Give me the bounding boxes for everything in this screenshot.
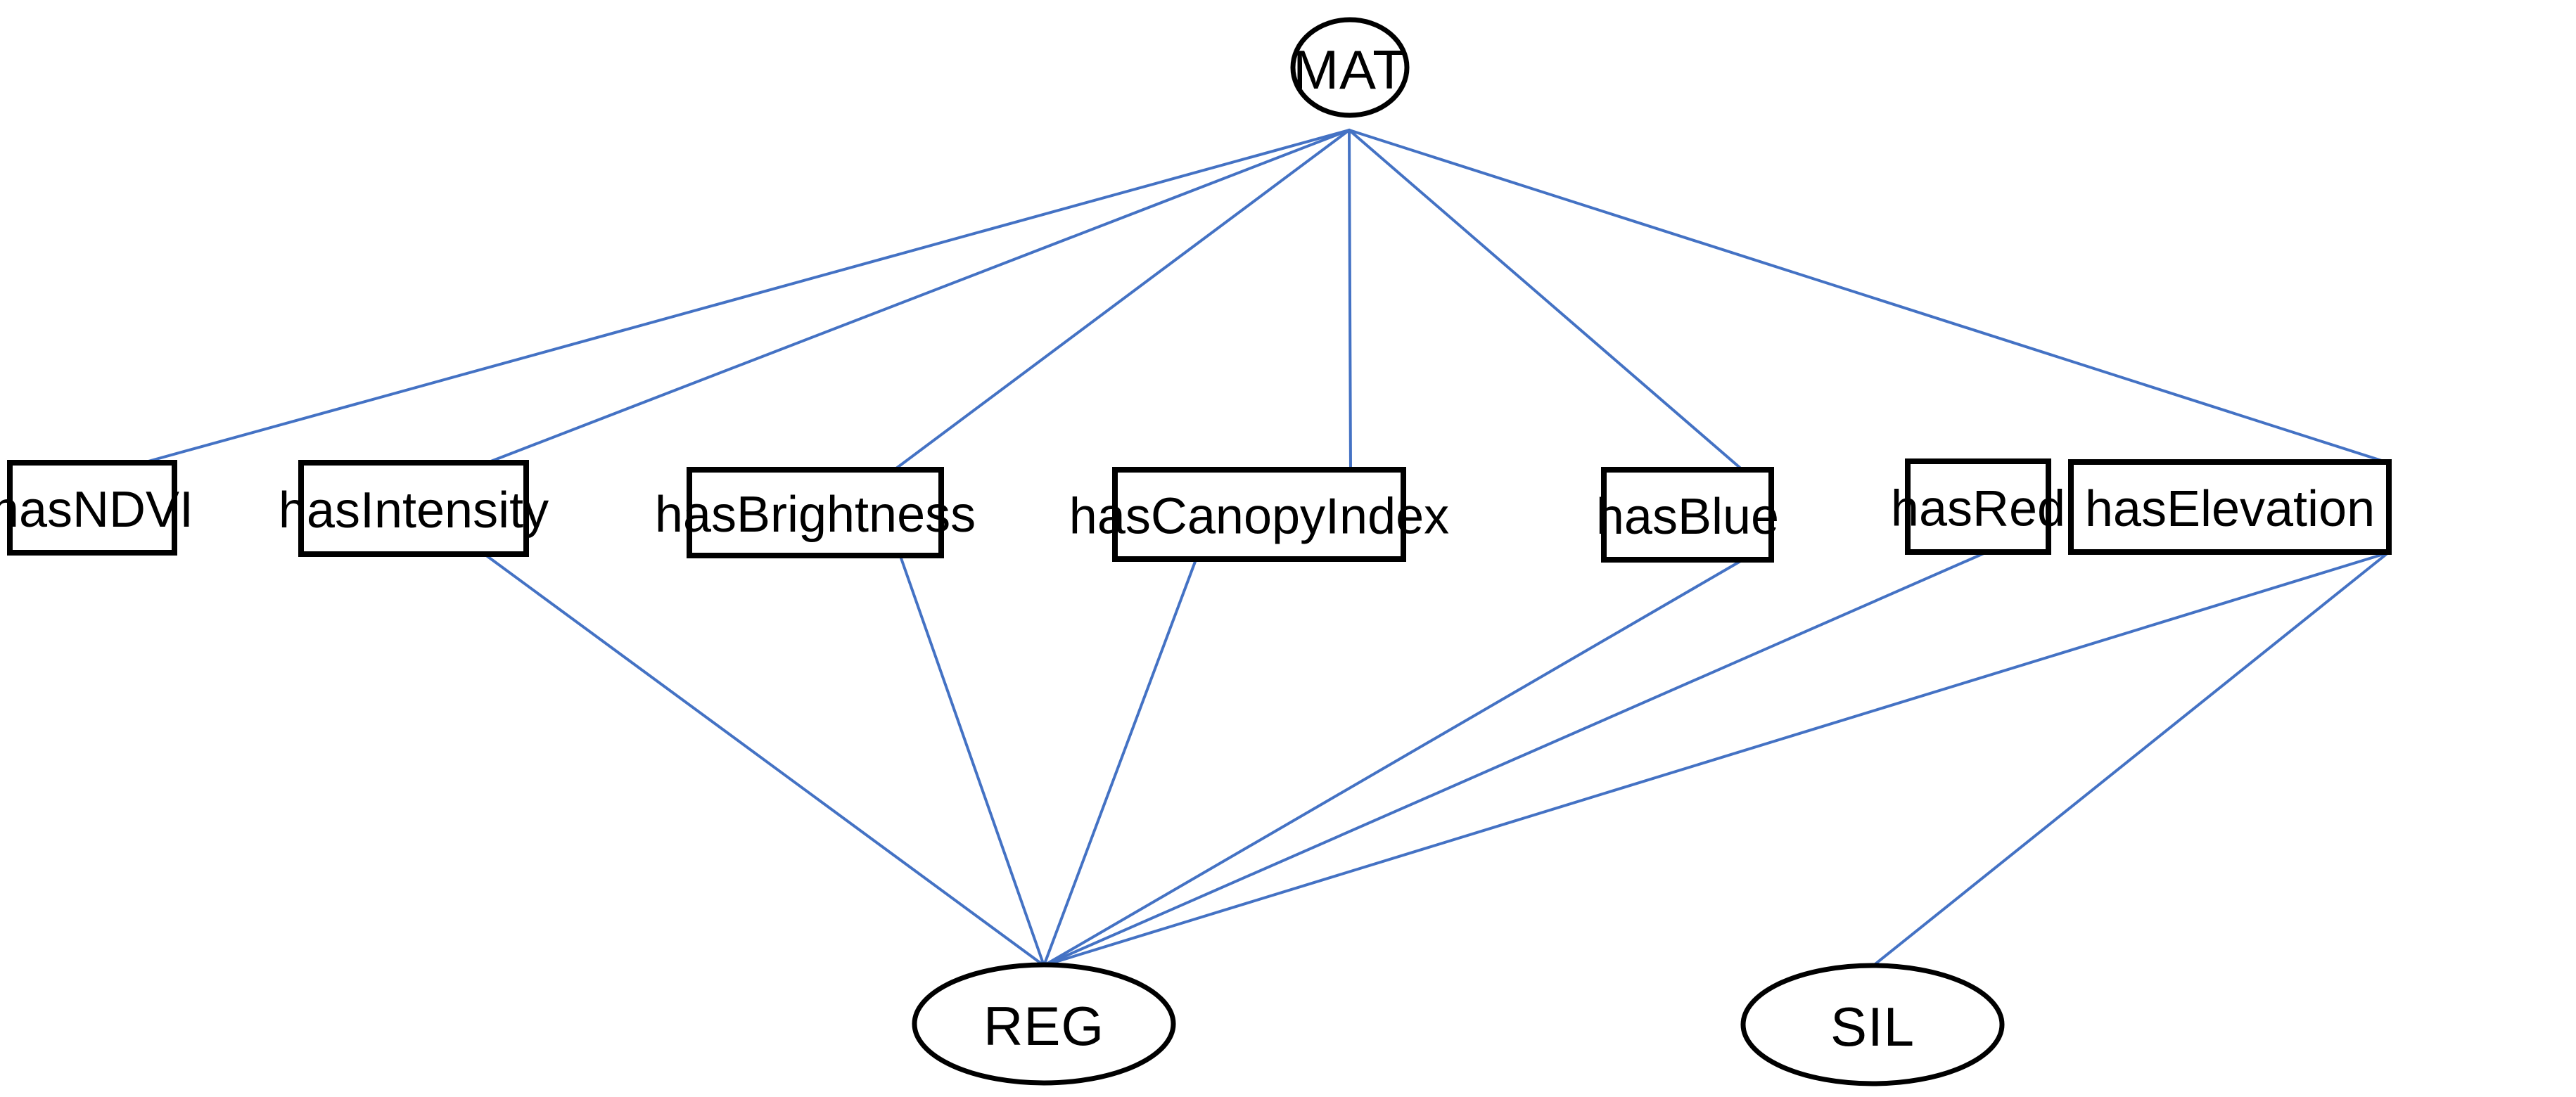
class-node-reg[interactable]: REG: [912, 962, 1176, 1086]
edge-mat-to-hasblue: [1348, 129, 1745, 472]
property-box[interactable]: [298, 460, 529, 557]
edge-hasblue-to-reg: [1042, 559, 1743, 967]
property-label: hasIntensity: [279, 482, 549, 539]
property-node-hasintensity[interactable]: hasIntensity: [279, 460, 549, 557]
property-box[interactable]: [7, 460, 177, 556]
property-label: hasCanopyIndex: [1069, 489, 1449, 545]
property-label: hasBrightness: [655, 487, 976, 543]
edge-haselevation-to-reg: [1042, 551, 2390, 967]
edge-mat-to-hasndvi: [139, 129, 1351, 465]
property-box[interactable]: [2068, 459, 2392, 555]
edge-mat-to-hasbrightness: [892, 129, 1351, 472]
property-node-haselevation[interactable]: hasElevation: [2068, 459, 2392, 555]
edge-haselevation-to-sil: [1871, 551, 2390, 968]
edge-mat-to-haselevation: [1348, 129, 2390, 464]
property-label: hasElevation: [2085, 481, 2375, 537]
property-label: hasBlue: [1596, 489, 1779, 545]
class-node-mat[interactable]: MAT: [1290, 17, 1410, 118]
property-label: hasRed: [1891, 481, 2065, 537]
property-node-hasndvi[interactable]: hasNDVI: [0, 460, 193, 556]
edge-mat-to-hasintensity: [484, 129, 1351, 465]
class-ellipse[interactable]: [912, 962, 1176, 1086]
property-box[interactable]: [1601, 467, 1774, 563]
edge-hasred-to-reg: [1042, 552, 1985, 967]
property-node-hasblue[interactable]: hasBlue: [1596, 467, 1779, 563]
edges-layer: [139, 129, 2390, 968]
edge-hasintensity-to-reg: [484, 553, 1045, 967]
property-node-hasbrightness[interactable]: hasBrightness: [655, 467, 976, 558]
property-node-hasred[interactable]: hasRed: [1891, 458, 2065, 555]
class-label: SIL: [1830, 996, 1915, 1058]
class-label: REG: [983, 995, 1104, 1057]
property-box[interactable]: [1112, 467, 1406, 562]
class-ellipse[interactable]: [1290, 17, 1410, 118]
property-box[interactable]: [687, 467, 944, 558]
property-node-hascanopyindex[interactable]: hasCanopyIndex: [1069, 467, 1449, 562]
property-label: hasNDVI: [0, 482, 193, 538]
edge-hascanopyindex-to-reg: [1042, 558, 1197, 967]
class-node-sil[interactable]: SIL: [1740, 963, 2005, 1086]
nodes-layer: hasNDVI hasIntensity hasBrightness hasCanop…: [0, 17, 2392, 1086]
edge-hasbrightness-to-reg: [899, 555, 1045, 967]
class-label: MAT: [1293, 39, 1407, 101]
edge-mat-to-hascanopyindex: [1348, 129, 1352, 472]
property-box[interactable]: [1905, 458, 2051, 555]
class-ellipse[interactable]: [1740, 963, 2005, 1086]
